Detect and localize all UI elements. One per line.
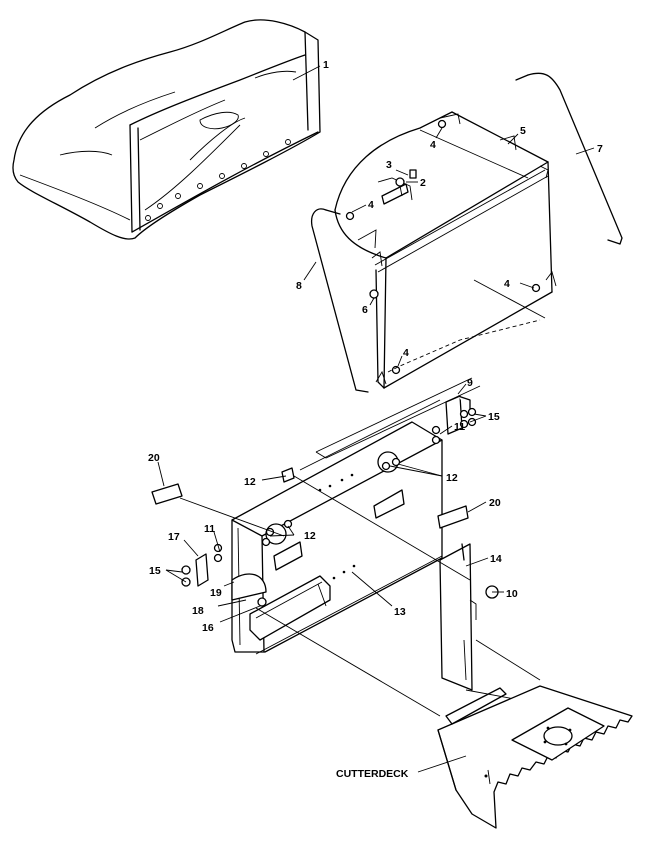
callout-4d: 4	[403, 347, 409, 359]
callout-8: 8	[296, 280, 302, 292]
callout-15b: 15	[149, 565, 161, 577]
callout-12a: 12	[446, 472, 458, 484]
callout-12c: 12	[304, 530, 316, 542]
bag-floor-plate	[315, 319, 541, 459]
leader-lines	[157, 65, 595, 773]
callout-18: 18	[192, 605, 204, 617]
callout-14: 14	[490, 553, 502, 565]
callout-4c: 4	[504, 278, 510, 290]
callout-11a: 11	[454, 421, 465, 433]
callout-1: 1	[323, 59, 329, 71]
hardware	[151, 177, 499, 717]
callout-2: 2	[420, 177, 426, 189]
callout-labels: 1 2 3 4 4 4 4 5 6 7 8 9 10 11 11 12 12 1…	[148, 59, 603, 780]
part-bag-frame	[310, 72, 623, 393]
callout-3: 3	[386, 159, 392, 171]
callout-4b: 4	[368, 199, 374, 211]
callout-19: 19	[210, 587, 222, 599]
part-cutterdeck	[437, 685, 633, 829]
callout-20b: 20	[489, 497, 501, 509]
callout-cutterdeck: CUTTERDECK	[336, 768, 409, 780]
callout-15a: 15	[488, 411, 500, 423]
callout-5: 5	[520, 125, 526, 137]
callout-7: 7	[597, 143, 603, 155]
callout-11b: 11	[204, 523, 215, 535]
part-side-bracket	[439, 543, 541, 701]
callout-20a: 20	[148, 452, 160, 464]
callout-9: 9	[467, 377, 473, 389]
callout-12b: 12	[244, 476, 256, 488]
part-grass-bag	[12, 19, 321, 240]
callout-10: 10	[506, 588, 518, 600]
callout-17: 17	[168, 531, 180, 543]
callout-16: 16	[202, 622, 214, 634]
callout-4a: 4	[430, 139, 436, 151]
part-mounting-plate	[231, 399, 443, 655]
callout-13: 13	[394, 606, 406, 618]
callout-6: 6	[362, 304, 368, 316]
